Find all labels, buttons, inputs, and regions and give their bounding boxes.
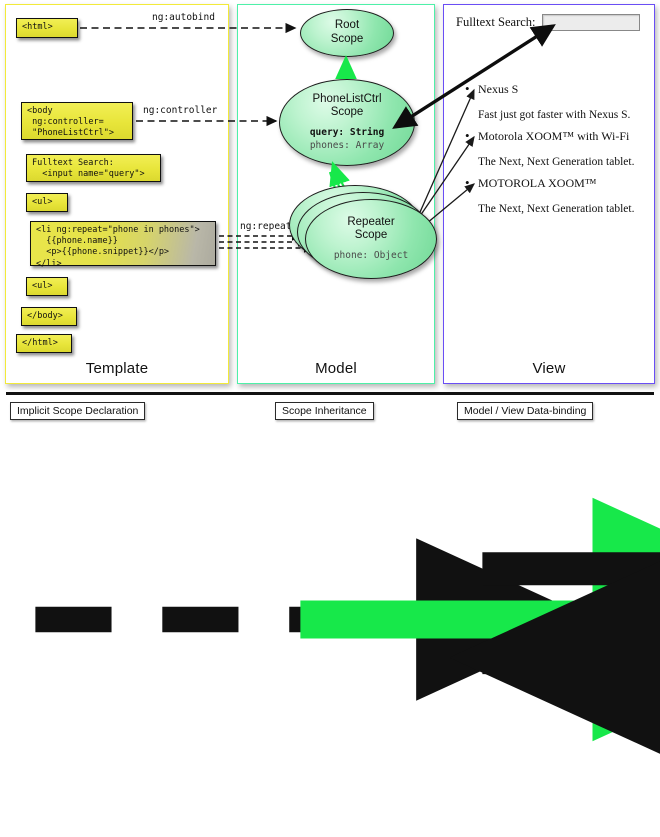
legend-item-scope-inheritance: Scope Inheritance [275, 402, 660, 742]
code-box-html-open: <html> [16, 18, 78, 38]
scope-root: Root Scope [300, 9, 394, 57]
legend-label-data-binding: Model / View Data-binding [457, 402, 594, 420]
view-content: Fulltext Search: Nexus S Fast just got f… [452, 12, 648, 342]
scope-property-phone: phone: Object [333, 249, 409, 261]
code-box-ul-close: <ul> [26, 277, 68, 296]
scope-root-title-1: Root [334, 19, 360, 32]
legend-divider [6, 392, 654, 395]
view-phone-item: Nexus S Fast just got faster with Nexus … [465, 81, 650, 121]
view-phone-name: MOTOROLA XOOM™ [465, 175, 650, 191]
view-search-label: Fulltext Search: [456, 15, 536, 29]
legend-item-data-binding: Model / View Data-binding [449, 402, 660, 764]
view-phone-item: Motorola XOOM™ with Wi-Fi The Next, Next… [465, 128, 650, 168]
scope-property-phones: phones: Array [309, 139, 385, 151]
view-phone-name: Nexus S [465, 81, 650, 97]
double-arrow-icon [449, 551, 660, 764]
code-box-li-repeat: <li ng:repeat="phone in phones"> {{phone… [30, 221, 216, 269]
legend: Implicit Scope Declaration Scope Inherit… [0, 398, 660, 764]
view-phone-item: MOTOROLA XOOM™ The Next, Next Generation… [465, 175, 650, 215]
scope-repeater-front: Repeater Scope phone: Object [305, 199, 437, 279]
code-box-search-input: Fulltext Search: <input name="query"> [26, 154, 161, 182]
view-phone-snippet: Fast just got faster with Nexus S. [478, 109, 631, 121]
scope-property-query: query: String [309, 126, 385, 138]
view-phone-snippet: The Next, Next Generation tablet. [478, 203, 635, 215]
view-search-row: Fulltext Search: [456, 14, 640, 31]
code-box-body-close: </body> [21, 307, 77, 326]
panel-label-view: View [532, 360, 566, 377]
diagram-canvas: Template Model View <html> <body ng:cont… [0, 0, 660, 435]
code-box-body-open: <body ng:controller= "PhoneListCtrl"> [21, 102, 133, 140]
scope-repeater-title-2: Scope [354, 229, 388, 242]
legend-label-scope-inheritance: Scope Inheritance [275, 402, 374, 420]
code-box-html-close: </html> [16, 334, 72, 353]
panel-label-model: Model [315, 360, 357, 377]
legend-label-implicit-scope: Implicit Scope Declaration [10, 402, 146, 420]
scope-repeater-title-1: Repeater [347, 215, 395, 228]
scope-ctrl-title-1: PhoneListCtrl [312, 92, 382, 105]
scope-ctrl-properties: query: String phones: Array [310, 127, 384, 153]
view-phone-snippet: The Next, Next Generation tablet. [478, 156, 635, 168]
scope-phonelistctrl: PhoneListCtrl Scope query: String phones… [279, 79, 415, 166]
view-phone-name: Motorola XOOM™ with Wi-Fi [465, 128, 650, 144]
scope-repeater-properties: phone: Object [334, 250, 408, 263]
legend-item-implicit-scope: Implicit Scope Declaration [10, 402, 594, 701]
scope-ctrl-title-2: Scope [330, 106, 364, 119]
view-search-input[interactable] [541, 14, 640, 31]
scope-root-title-2: Scope [330, 33, 364, 45]
code-box-ul-open: <ul> [26, 193, 68, 212]
panel-label-template: Template [85, 360, 149, 377]
